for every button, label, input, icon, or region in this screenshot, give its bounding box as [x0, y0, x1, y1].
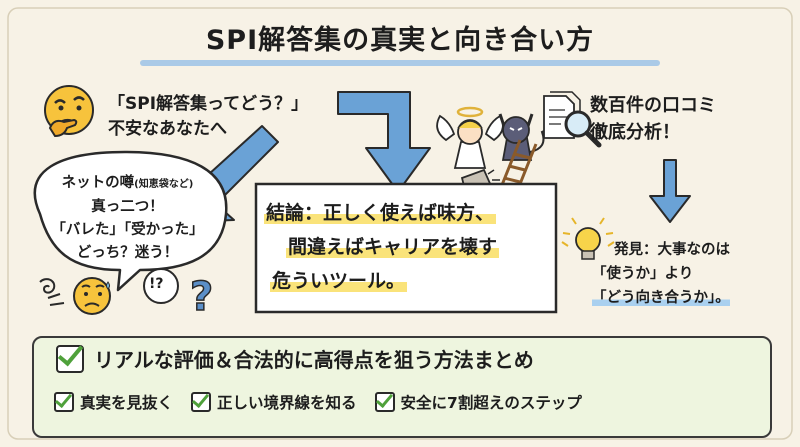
- summary-title: リアルな評価＆合法的に高得点を狙う方法まとめ: [94, 348, 534, 372]
- discovery-line-1: 発見：大事なのは: [614, 242, 730, 258]
- conclusion-line-2: 間違えばキャリアを壊す: [264, 230, 564, 264]
- discovery-line-2: 「使うか」より: [592, 266, 694, 282]
- discovery-text: 発見：大事なのは 「使うか」より 「どう向き合うか」。: [592, 238, 730, 310]
- discovery-line-3: 「どう向き合うか」。: [592, 286, 730, 310]
- lightbulb-icon: [561, 217, 615, 260]
- conclusion-line-1-text: 結論：正しく使えば味方、: [264, 202, 497, 224]
- puzzle-mark: !?: [149, 276, 164, 292]
- question-mark-icon: ?: [190, 274, 213, 320]
- exclamation-question-bubble: [143, 268, 179, 304]
- summary-items: 真実を見抜く 正しい境界線を知る 安全に7割超えのステップ: [54, 391, 582, 413]
- rumor-line-1: ネットの噂(知恵袋など): [30, 172, 225, 196]
- worried-face-icon: [73, 277, 111, 315]
- page-title: SPI解答集の真実と向き合い方: [205, 25, 595, 56]
- check-icon: [54, 392, 74, 412]
- rumor-line-2: 真っ二つ！: [91, 199, 164, 215]
- summary-item: 安全に7割超えのステップ: [374, 391, 582, 413]
- arrow-bent-down-icon: [337, 91, 431, 193]
- arrow-down-icon: [649, 159, 691, 223]
- speech-bubble: [33, 150, 228, 292]
- reviews-text: 数百件の口コミ 徹底分析！: [590, 92, 716, 146]
- devil-icon: [498, 113, 547, 161]
- check-icon: [191, 392, 212, 412]
- conclusion-line-1: 結論：正しく使えば味方、: [264, 196, 564, 230]
- rumor-text: ネットの噂(知恵袋など) 真っ二つ！ 「バレた」「受かった」 どっち？迷う！: [30, 172, 225, 265]
- summary-box: [32, 336, 772, 438]
- summary-item: 真実を見抜く: [54, 391, 173, 413]
- dizzy-swirl-icon: [39, 278, 65, 306]
- rumor-line-1-main: ネットの噂: [61, 175, 135, 191]
- summary-item-label: 真実を見抜く: [80, 394, 174, 412]
- document-magnifier-icon: [543, 91, 602, 148]
- summary-item-label: 正しい境界線を知る: [217, 394, 357, 412]
- frame: [7, 7, 793, 440]
- thinking-face-icon: [44, 85, 94, 138]
- rumor-line-3: 「バレた」「受かった」: [51, 222, 204, 238]
- conclusion-line-3: 危ういツール。: [264, 264, 564, 298]
- reviews-line-2: 徹底分析！: [590, 122, 680, 143]
- angel-icon: [436, 106, 504, 169]
- conclusion-line-2-text: 間違えばキャリアを壊す: [286, 236, 500, 258]
- question-text: 「SPI解答集ってどう？」 不安なあなたへ: [108, 92, 308, 142]
- reviews-line-1: 数百件の口コミ: [590, 95, 716, 116]
- checkbox-checked-icon: [56, 345, 84, 373]
- question-line-1: 「SPI解答集ってどう？」: [108, 94, 309, 114]
- rumor-line-4: どっち？迷う！: [76, 245, 179, 261]
- summary-item-label: 安全に7割超えのステップ: [400, 394, 582, 412]
- conclusion-text: 結論：正しく使えば味方、 間違えばキャリアを壊す 危ういツール。: [264, 196, 564, 298]
- discovery-line-3-text: 「どう向き合うか」。: [592, 290, 730, 306]
- rumor-line-1-small: (知恵袋など): [134, 179, 194, 190]
- summary-item: 正しい境界線を知る: [191, 391, 357, 413]
- question-line-2: 不安なあなたへ: [108, 119, 227, 139]
- title-underline: [140, 60, 660, 66]
- check-icon: [374, 392, 395, 412]
- conclusion-line-3-text: 危ういツール。: [270, 270, 408, 292]
